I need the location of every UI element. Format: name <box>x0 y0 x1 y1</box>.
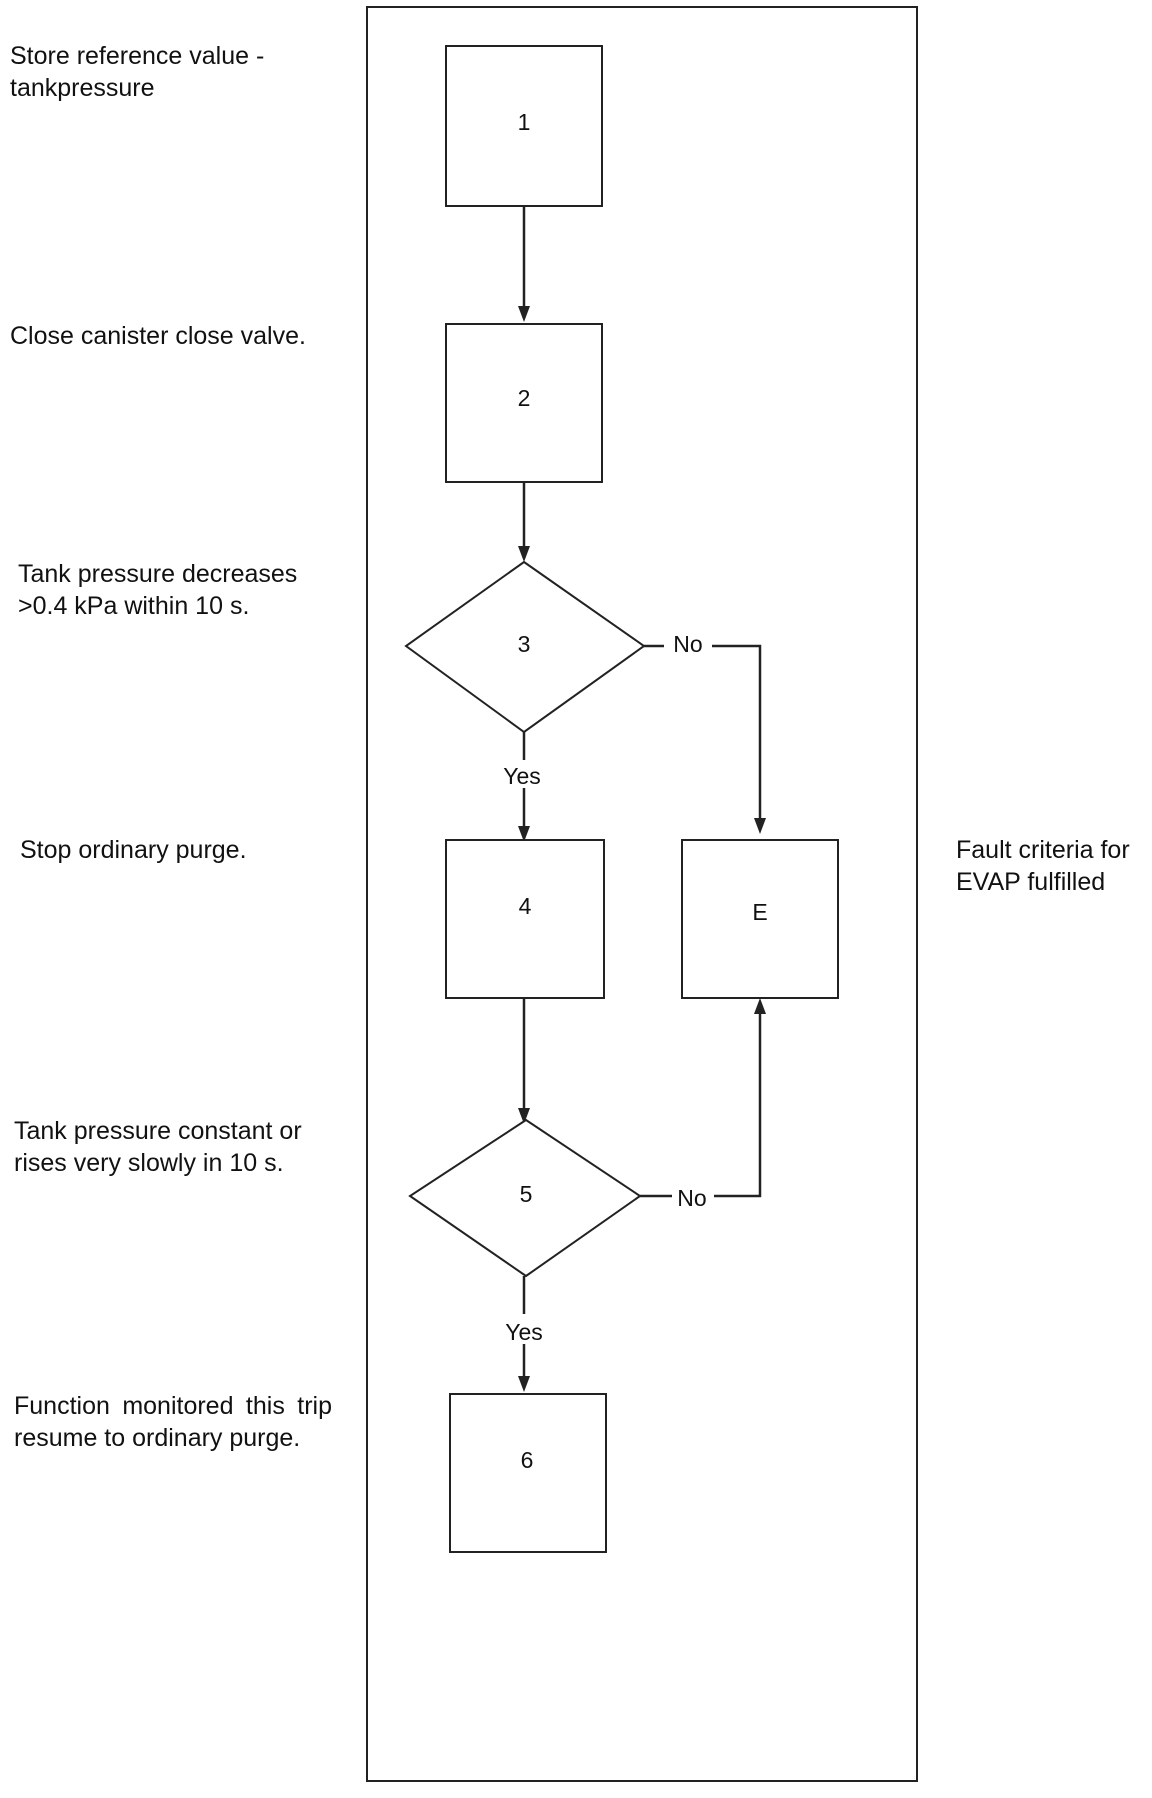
node-4: 4 <box>445 839 605 999</box>
node-6-box <box>449 1393 607 1553</box>
edge-5-no-to-E <box>714 1012 762 1198</box>
step-3-description: Tank pressure decreases >0.4 kPa within … <box>18 560 298 620</box>
node-1-box <box>445 45 603 207</box>
step-4-description: Stop ordinary purge. <box>20 836 247 864</box>
node-3-no-label: No <box>673 631 702 657</box>
node-1-label: 1 <box>518 109 531 135</box>
node-3-diamond <box>404 560 646 734</box>
node-E-label: E <box>752 899 767 925</box>
edge-3-no-to-E <box>712 644 762 822</box>
node-5-label: 5 <box>520 1181 533 1207</box>
node-5-no-label: No <box>677 1185 706 1211</box>
node-3-yes-label: Yes <box>503 763 541 789</box>
arrowhead-3-to-E <box>754 818 766 834</box>
fault-criteria-description: Fault criteria for EVAP fulfilled <box>956 836 1130 896</box>
step-2-description: Close canister close valve. <box>10 322 306 350</box>
arrowhead-5-to-E <box>754 998 766 1014</box>
node-4-box <box>445 839 605 999</box>
node-3: 3 <box>404 560 646 734</box>
arrowhead-1-to-2 <box>518 306 530 322</box>
step-5-description: Tank pressure constant or rises very slo… <box>14 1117 302 1177</box>
node-3-label: 3 <box>518 631 531 657</box>
node-2-box <box>445 323 603 483</box>
node-E: E <box>681 839 839 999</box>
node-E-box <box>681 839 839 999</box>
step-1-description: Store reference value -tankpressure <box>10 42 265 102</box>
node-2-label: 2 <box>518 385 531 411</box>
flowchart-frame <box>366 6 918 1782</box>
node-5-yes-label: Yes <box>505 1319 543 1345</box>
connectors <box>518 206 766 1392</box>
node-6: 6 <box>449 1393 607 1553</box>
node-5-diamond <box>408 1118 642 1278</box>
node-4-label: 4 <box>519 893 532 919</box>
arrowhead-3-to-4 <box>518 826 530 842</box>
arrowhead-4-to-5 <box>518 1108 530 1124</box>
node-2: 2 <box>445 323 603 483</box>
node-6-label: 6 <box>521 1447 534 1473</box>
step-6-description: Function monitored this trip resume to o… <box>14 1392 332 1452</box>
arrowhead-5-to-6 <box>518 1376 530 1392</box>
node-5: 5 <box>408 1118 642 1278</box>
arrowhead-2-to-3 <box>518 546 530 562</box>
node-1: 1 <box>445 45 603 207</box>
